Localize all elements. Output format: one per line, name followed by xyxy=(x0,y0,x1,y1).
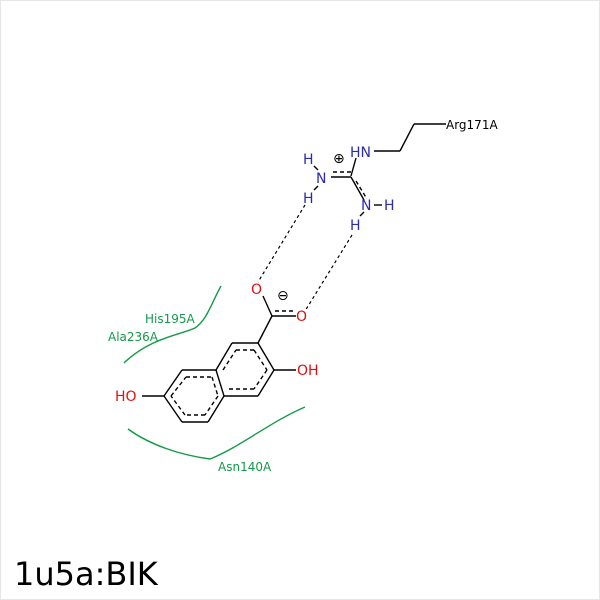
bond xyxy=(399,123,415,152)
hydrophobic-arc-asn xyxy=(127,406,306,460)
hydrogen-bonds xyxy=(257,204,353,312)
aromatic-bond xyxy=(253,369,268,390)
bond-carboxyl xyxy=(257,315,273,344)
atom-h: H xyxy=(303,191,314,207)
charge-plus-icon: ⊕ xyxy=(333,151,345,167)
bond xyxy=(257,369,275,397)
atom-n-right: N xyxy=(361,198,371,214)
atom-ho: HO xyxy=(115,389,137,405)
bond xyxy=(313,185,319,191)
charge-minus-icon: ⊖ xyxy=(277,288,289,304)
bond xyxy=(313,165,319,171)
residue-label-asn: Asn140A xyxy=(218,460,272,474)
bond xyxy=(207,395,225,423)
residue-label-arg: Arg171A xyxy=(446,118,498,132)
atom-oh: OH xyxy=(297,363,319,379)
atom-o-lower: O xyxy=(296,309,307,325)
atom-o-upper: O xyxy=(251,282,262,298)
atom-h: H xyxy=(384,198,395,214)
guanidinium-bonds xyxy=(313,123,446,217)
bond xyxy=(163,369,183,397)
page-title: 1u5a:BIK xyxy=(14,555,159,593)
bond xyxy=(359,211,365,217)
residue-label-his: His195A xyxy=(145,312,196,326)
atom-h: H xyxy=(350,218,361,234)
aromatic-bond xyxy=(222,349,237,371)
atom-n-left: N xyxy=(316,171,326,187)
bond-c-o-upper xyxy=(262,295,273,317)
bond xyxy=(350,176,365,201)
bond xyxy=(215,342,233,371)
bond xyxy=(350,157,357,177)
residue-arcs xyxy=(123,285,306,460)
hbond-1 xyxy=(257,204,306,283)
bond-dashed xyxy=(355,180,368,200)
atom-h: H xyxy=(303,152,314,168)
residue-label-ala: Ala236A xyxy=(108,330,159,344)
bond xyxy=(257,342,275,371)
ring-b-aromatic xyxy=(222,349,268,390)
aromatic-bond xyxy=(170,376,187,397)
hbond-2 xyxy=(304,234,353,312)
bond xyxy=(163,395,183,423)
aromatic-bond xyxy=(204,395,219,416)
ring-a-aromatic xyxy=(170,376,219,416)
aromatic-bond xyxy=(170,395,186,416)
hydrophobic-arc-his-ala xyxy=(123,285,222,364)
aromatic-bond xyxy=(253,349,268,371)
aromatic-bond xyxy=(211,376,219,397)
atom-hn-top: HN xyxy=(350,145,371,161)
ligand-bonds xyxy=(142,295,296,423)
bond xyxy=(215,369,225,397)
